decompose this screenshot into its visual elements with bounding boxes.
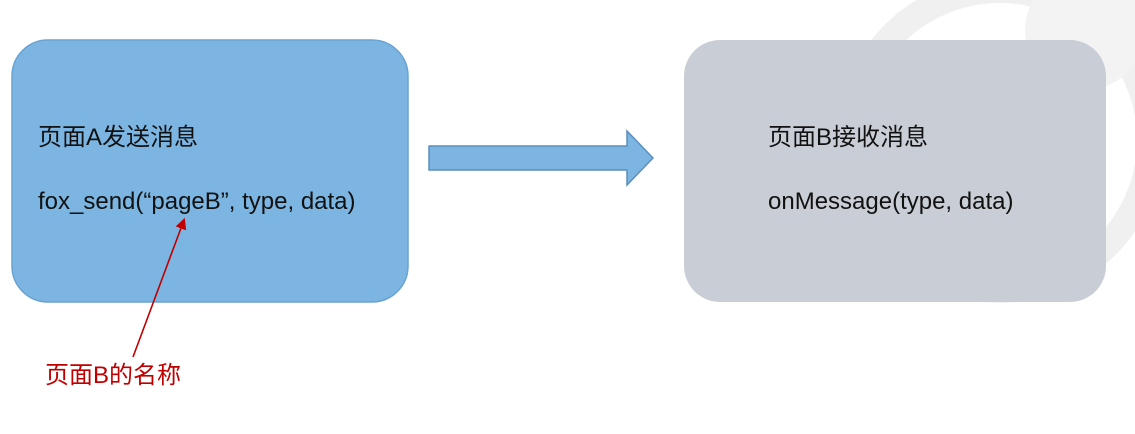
page-b-code: onMessage(type, data): [768, 188, 1014, 215]
page-b-title: 页面B接收消息: [768, 124, 929, 151]
page-a-box: [11, 39, 409, 303]
send-arrow: [428, 129, 655, 187]
annotation-pointer-arrow: [132, 217, 187, 358]
page-b-box: [684, 40, 1106, 302]
page-a-code: fox_send(“pageB”, type, data): [38, 188, 356, 215]
page-a-title: 页面A发送消息: [38, 124, 199, 151]
annotation-label: 页面B的名称: [45, 362, 182, 389]
